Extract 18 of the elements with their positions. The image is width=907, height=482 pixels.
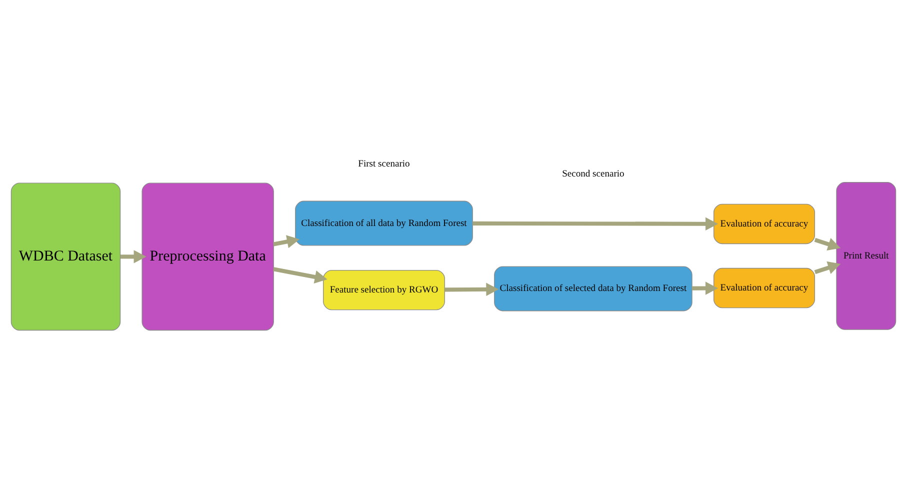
node-box: WDBC Dataset: [10, 182, 121, 331]
node-box: Evaluation of accuracy: [713, 268, 816, 308]
arrow: [814, 238, 841, 251]
arrow: [273, 267, 328, 284]
arrow: [273, 235, 300, 248]
node-box: Evaluation of accuracy: [713, 204, 816, 244]
node-box: Feature selection by RGWO: [323, 270, 445, 310]
arrow: [472, 217, 718, 230]
node-box: Classification of all data by Random Forest: [295, 200, 473, 246]
node-box: Preprocessing Data: [142, 182, 274, 331]
arrow: [814, 261, 841, 274]
node-box: Classification of selected data by Random Forest: [494, 266, 692, 312]
label: Second scenario: [562, 168, 624, 180]
arrow: [444, 282, 499, 296]
node-box: Print Result: [836, 182, 896, 330]
arrow: [120, 250, 146, 264]
label: First scenario: [358, 158, 410, 170]
arrow: [692, 282, 718, 295]
